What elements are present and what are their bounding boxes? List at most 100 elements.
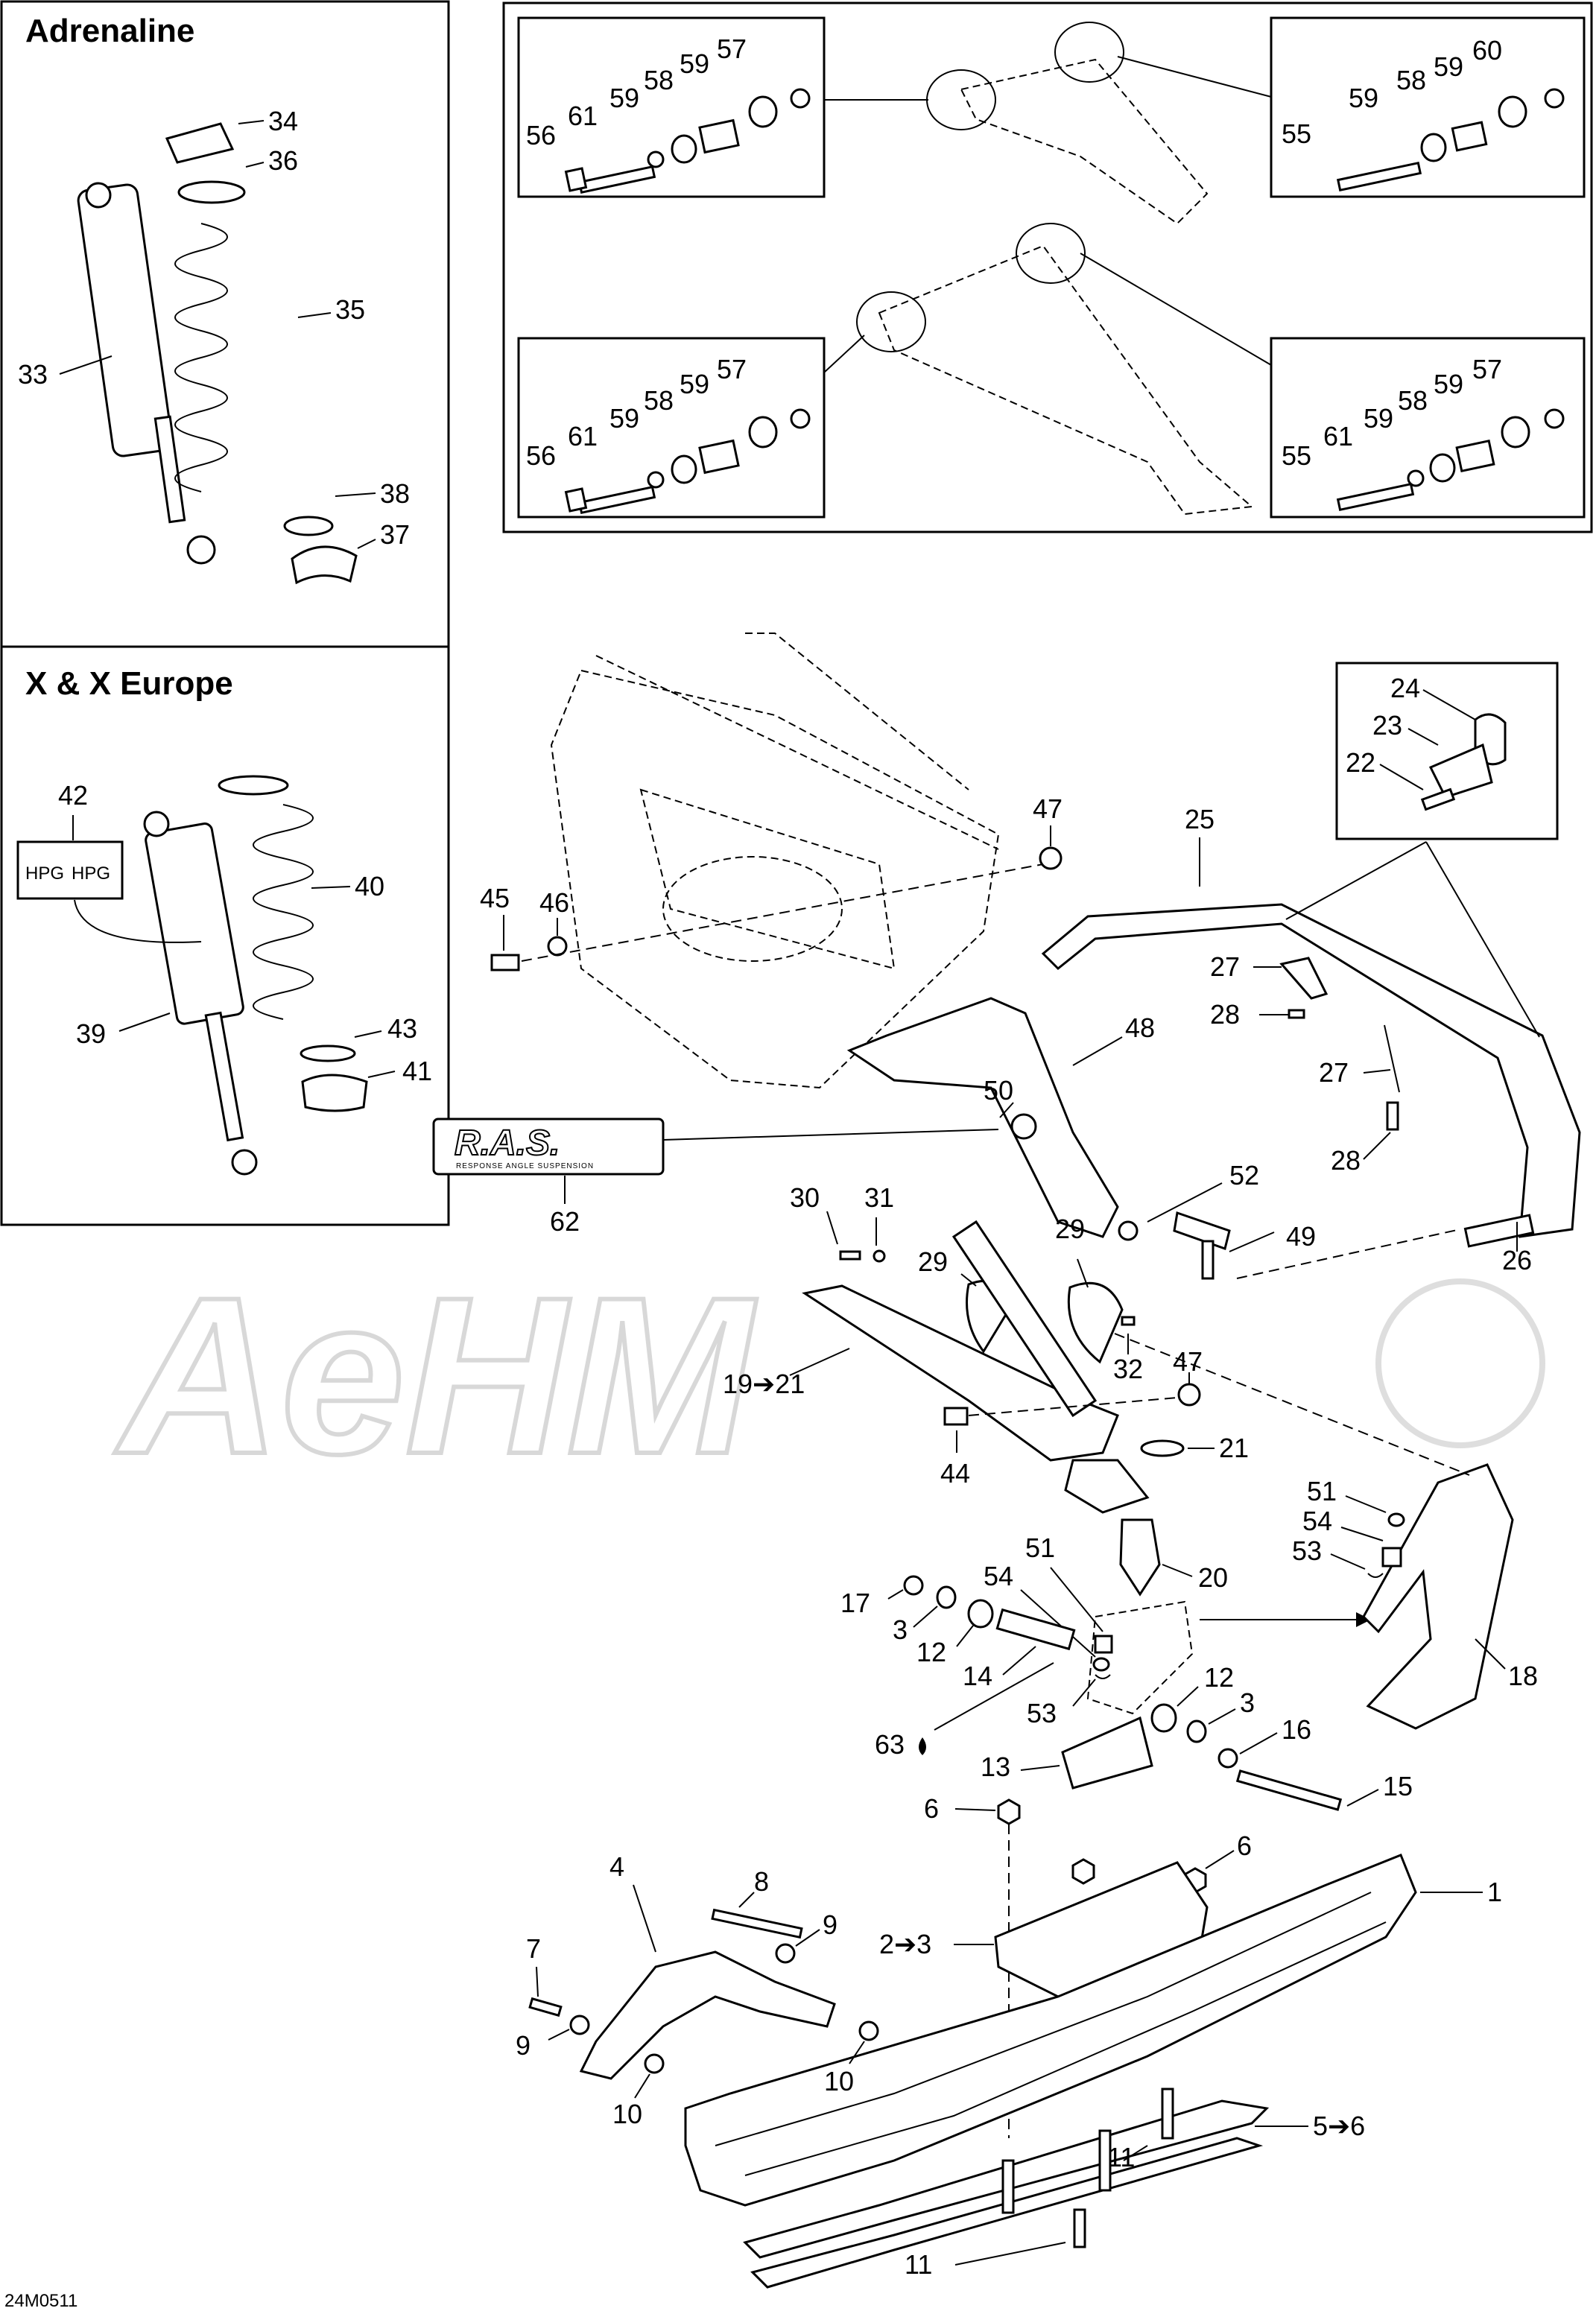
callout-7: 7 xyxy=(526,1933,541,1964)
nut-10a xyxy=(644,2053,665,2074)
nut-16 xyxy=(1217,1748,1238,1769)
nut-6a xyxy=(997,1798,1021,1825)
screw-22 xyxy=(1420,787,1456,811)
hardware-box-upper-right xyxy=(1270,16,1586,198)
spindle-outline xyxy=(1086,1600,1194,1715)
stud-11c xyxy=(1161,2088,1174,2140)
rivet-27b xyxy=(1384,1024,1400,1093)
ski-handle-4 xyxy=(579,1950,836,2080)
callout-53a: 53 xyxy=(1292,1535,1322,1566)
washer-31 xyxy=(873,1249,886,1263)
bracket-27a xyxy=(1279,957,1329,1000)
adjuster-41 xyxy=(301,1074,368,1112)
watermark: AeHM xyxy=(113,1250,759,1500)
nut-51b xyxy=(1094,1635,1113,1654)
washer-46 xyxy=(547,936,568,957)
svg-text:R.A.S.: R.A.S. xyxy=(455,1123,560,1163)
callout-58-a: 58 xyxy=(644,65,674,95)
lower-a-arm-19 xyxy=(802,1284,1119,1462)
hardware-box-lower-left xyxy=(517,337,826,519)
callout-52: 52 xyxy=(1229,1160,1259,1191)
washer-54b xyxy=(1092,1657,1110,1672)
callout-10b: 10 xyxy=(824,2066,854,2096)
nut-6b xyxy=(1071,1858,1095,1885)
callout-1: 1 xyxy=(1487,1877,1502,1907)
callout-22: 22 xyxy=(1346,747,1375,778)
ski-leg-18 xyxy=(1362,1463,1514,1730)
bolt-44 xyxy=(943,1407,969,1426)
callout-27a: 27 xyxy=(1210,951,1240,982)
callout-47a: 47 xyxy=(1033,793,1063,824)
stud-11a xyxy=(1001,2159,1015,2214)
callout-61-c: 61 xyxy=(568,421,598,451)
a-arm-knuckle xyxy=(1064,1459,1150,1514)
callout-57-a: 57 xyxy=(717,34,747,64)
callout-58-b: 58 xyxy=(1396,65,1426,95)
ball-joint-49 xyxy=(1173,1211,1231,1250)
callout-9a: 9 xyxy=(823,1909,837,1940)
callout-39: 39 xyxy=(76,1018,106,1049)
nut-47a xyxy=(1039,846,1063,870)
bolt-45 xyxy=(490,954,520,971)
screw-28a xyxy=(1288,1009,1305,1019)
callout-3b: 3 xyxy=(1240,1687,1255,1718)
callout-12a: 12 xyxy=(916,1637,946,1667)
callout-4: 4 xyxy=(609,1851,624,1882)
callout-48: 48 xyxy=(1125,1012,1155,1043)
coil-spring-40 xyxy=(253,804,314,1020)
stud-11b xyxy=(1098,2129,1112,2192)
callout-61-a: 61 xyxy=(568,101,598,131)
callout-45: 45 xyxy=(480,883,510,913)
callout-37: 37 xyxy=(380,519,410,550)
callout-2: 2➔3 xyxy=(879,1929,931,1959)
watermark-wheel xyxy=(1375,1278,1545,1448)
ball-joint-20 xyxy=(1119,1518,1161,1597)
stud-11d xyxy=(1073,2208,1086,2248)
spacer-14 xyxy=(995,1608,1076,1651)
upper-a-arm-outline xyxy=(960,58,1209,225)
callout-21: 21 xyxy=(1219,1433,1249,1463)
top-mount-34 xyxy=(165,122,235,164)
callout-59-c1: 59 xyxy=(609,403,639,434)
callout-62: 62 xyxy=(550,1206,580,1237)
callout-55-b: 55 xyxy=(1282,118,1311,149)
screw-32 xyxy=(1121,1316,1136,1326)
callout-15: 15 xyxy=(1383,1771,1413,1801)
callout-56-c: 56 xyxy=(526,440,556,471)
nut-47b xyxy=(1177,1383,1201,1407)
callout-35: 35 xyxy=(335,294,365,325)
lower-a-arm-upper-rail xyxy=(951,1220,1098,1418)
callout-16: 16 xyxy=(1282,1714,1311,1745)
callout-59-d1: 59 xyxy=(1364,403,1393,434)
callout-6b: 6 xyxy=(1237,1830,1252,1861)
callout-23: 23 xyxy=(1372,710,1402,741)
callout-61-d: 61 xyxy=(1323,421,1353,451)
callout-44: 44 xyxy=(940,1458,970,1489)
bolt-8 xyxy=(711,1908,803,1939)
circlip-21 xyxy=(1140,1439,1185,1457)
bolt-kit-lower-left xyxy=(564,408,811,515)
callout-33: 33 xyxy=(18,359,48,390)
bracket-23 xyxy=(1428,743,1493,799)
adjuster-ring-37 xyxy=(291,545,358,585)
callout-60-b: 60 xyxy=(1472,35,1502,66)
callout-19: 19➔21 xyxy=(723,1369,805,1399)
callout-59-c2: 59 xyxy=(680,369,709,399)
callout-36: 36 xyxy=(268,145,298,176)
spring-top-40 xyxy=(218,775,289,796)
svg-text:HPG: HPG xyxy=(72,863,110,884)
callout-18: 18 xyxy=(1508,1661,1538,1691)
upper-a-arm-48 xyxy=(846,997,1119,1238)
adrenaline-title: Adrenaline xyxy=(25,13,194,49)
callout-56-a: 56 xyxy=(526,120,556,150)
callout-6a: 6 xyxy=(924,1793,939,1824)
callout-54b: 54 xyxy=(984,1561,1013,1591)
stopper-13 xyxy=(1061,1716,1153,1790)
callout-59-b1: 59 xyxy=(1349,83,1378,113)
adrenaline-panel xyxy=(0,0,450,648)
washer-3a xyxy=(936,1585,957,1609)
nut-10b xyxy=(858,2020,879,2041)
figure-code: 24M0511 xyxy=(4,2291,77,2311)
washer-52 xyxy=(1118,1220,1139,1241)
